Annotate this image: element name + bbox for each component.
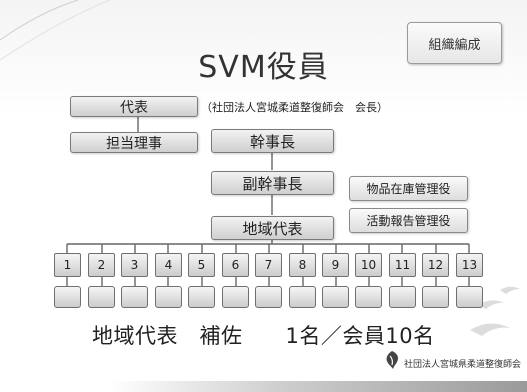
assistant-box bbox=[188, 286, 215, 308]
bottom-decoration-bar bbox=[110, 381, 527, 392]
box-representative: 代表 bbox=[70, 96, 198, 117]
region-box-3: 3 bbox=[121, 253, 148, 277]
assistant-box bbox=[355, 286, 382, 308]
assistant-box bbox=[54, 286, 81, 308]
region-box-4: 4 bbox=[155, 253, 182, 277]
region-box-5: 5 bbox=[188, 253, 215, 277]
assistant-box bbox=[255, 286, 282, 308]
association-logo-icon bbox=[386, 351, 398, 369]
assistant-box bbox=[422, 286, 449, 308]
box-director: 担当理事 bbox=[70, 132, 198, 153]
box-vice-secretary: 副幹事長 bbox=[211, 171, 334, 195]
region-box-13: 13 bbox=[456, 253, 483, 277]
assistant-box bbox=[155, 286, 182, 308]
box-regional-rep: 地域代表 bbox=[211, 216, 334, 240]
box-secretary-general: 幹事長 bbox=[211, 129, 334, 153]
region-box-12: 12 bbox=[422, 253, 449, 277]
assistant-box bbox=[88, 286, 115, 308]
caption-assistant-ratio: 地域代表 補佐 1名／会員10名 bbox=[92, 324, 435, 348]
box-activity-manager: 活動報告管理役 bbox=[349, 208, 468, 233]
assistant-box bbox=[389, 286, 416, 308]
assistant-box bbox=[121, 286, 148, 308]
region-box-6: 6 bbox=[222, 253, 249, 277]
region-box-7: 7 bbox=[255, 253, 282, 277]
note-representative: （社団法人宮城柔道整復師会 会長） bbox=[201, 101, 388, 114]
box-inventory-manager: 物品在庫管理役 bbox=[349, 176, 468, 201]
assistant-box bbox=[456, 286, 483, 308]
assistant-box bbox=[322, 286, 349, 308]
assistant-box bbox=[289, 286, 316, 308]
region-box-10: 10 bbox=[355, 253, 382, 277]
footer-organization: 社団法人宮城県柔道整復師会 bbox=[404, 360, 522, 370]
assistant-box bbox=[222, 286, 249, 308]
region-box-9: 9 bbox=[322, 253, 349, 277]
region-box-8: 8 bbox=[289, 253, 316, 277]
region-box-2: 2 bbox=[88, 253, 115, 277]
slide-title: SVM役員 bbox=[198, 50, 329, 85]
region-box-1: 1 bbox=[54, 253, 81, 277]
tag-organization: 組織編成 bbox=[407, 22, 502, 64]
region-box-11: 11 bbox=[389, 253, 416, 277]
